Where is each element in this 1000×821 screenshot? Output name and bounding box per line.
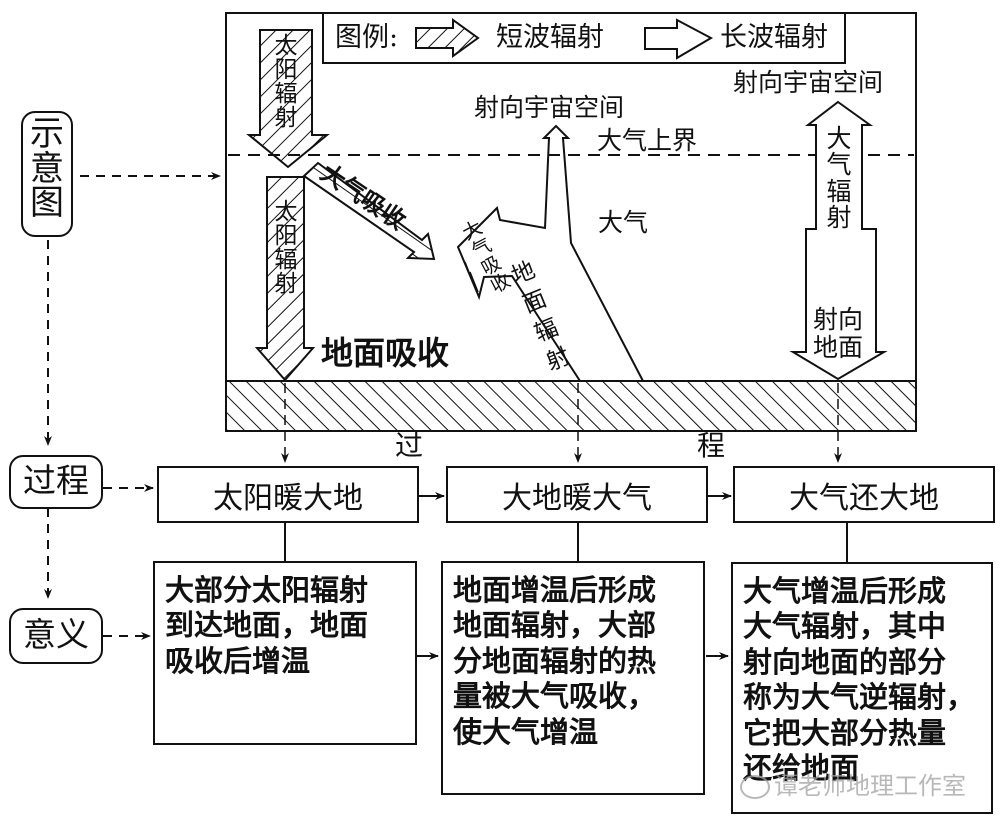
meaning-line: 射向地面的部分 [743,644,947,679]
wechat-icon [740,775,770,799]
process-split-char-2: 程 [697,429,726,462]
process-title-3: 大气还大地 [789,480,939,516]
watermark-text: 谭老师地理工作室 [774,772,966,800]
solar-bottom-char: 辐 [274,247,298,274]
schematic-label: 示意图 [21,111,73,237]
meaning-box-2: 地面增温后形成地面辐射，大部分地面辐射的热量被大气吸收，使大气增温 [441,561,705,795]
meaning-box-3: 大气增温后形成大气辐射，其中射向地面的部分称为大气逆辐射，它把大部分热量还给地面 [731,562,993,814]
legend-long-wave-label: 长波辐射 [720,22,828,53]
meaning-line: 大部分太阳辐射 [165,573,369,607]
meaning-line: 地面辐射，大部 [453,608,657,643]
meaning-line: 大气辐射，其中 [743,609,947,644]
meaning-line: 称为大气逆辐射， [743,680,976,715]
atm-radiation-char: 辐 [826,176,852,206]
solar-top-char: 射 [274,105,298,132]
to-space-label-right: 射向宇宙空间 [733,68,884,97]
ground-surface [225,380,917,432]
meaning-line: 大气增温后形成 [743,574,947,608]
legend-short-wave-arrow-icon [415,18,480,58]
upper-boundary-label: 大气上界 [597,126,698,155]
solar-bottom-label: 太阳辐射 [271,200,301,297]
meaning-line: 分地面辐射的热 [453,643,657,678]
atm-radiation-char: 大 [826,124,852,153]
ground-absorb-label: 地面吸收 [321,334,450,372]
process-title-1: 太阳暖大地 [213,480,363,516]
solar-top-label: 太阳辐射 [271,34,301,131]
toward-ground-label: 射向地面 [808,306,868,361]
meaning-line: 使大气增温 [453,714,599,749]
atm-radiation-char: 射 [826,202,852,232]
schematic-char: 示 [30,114,64,154]
process-box-3: 大气还大地 [733,466,995,523]
to-space-label-left: 射向宇宙空间 [474,93,625,122]
solar-radiation-arrow-top [246,29,330,169]
meaning-line: 到达地面，地面 [165,608,369,643]
meaning-line: 吸收后增温 [165,643,311,678]
meaning-line: 地面增温后形成 [453,573,657,607]
atm-absorb-long-hatch [464,261,479,293]
atm-radiation-double-arrow [789,100,888,381]
process-split-char-1: 过 [395,429,424,462]
toward-ground-char: 射向 [812,305,863,334]
legend-short-wave-label: 短波辐射 [496,22,604,53]
process-label: 过程 [9,455,103,509]
atm-radiation-char: 气 [826,150,852,180]
legend-box [322,12,846,64]
process-box-2: 大地暖大气 [446,466,708,523]
solar-bottom-char: 太 [274,199,298,225]
atmosphere-label: 大气 [598,208,649,237]
meaning-line: 量被大气吸收， [453,679,657,714]
meaning-label: 意义 [9,608,103,664]
watermark: 谭老师地理工作室 [740,766,966,801]
meaning-box-1: 大部分太阳辐射到达地面，地面吸收后增温 [153,561,417,745]
legend-prefix: 图例: [335,22,399,53]
solar-bottom-char: 阳 [274,223,298,250]
solar-bottom-char: 射 [274,271,298,298]
meaning-line: 它把大部分热量 [743,715,947,750]
solar-top-char: 阳 [274,57,298,84]
ground-radiation-arrow [456,124,644,382]
solar-radiation-arrow-bottom [254,176,316,382]
process-title-2: 大地暖大气 [502,480,652,516]
schematic-char: 图 [30,183,64,224]
process-box-1: 太阳暖大地 [157,466,419,523]
solar-top-char: 太 [274,33,298,59]
atm-radiation-label: 大气辐射 [824,124,854,232]
solar-top-char: 辐 [274,81,298,108]
toward-ground-char: 地面 [812,332,863,362]
atm-absorb-short-arrow [302,161,436,261]
legend-long-wave-arrow-icon [644,18,714,60]
schematic-char: 意 [30,148,64,189]
